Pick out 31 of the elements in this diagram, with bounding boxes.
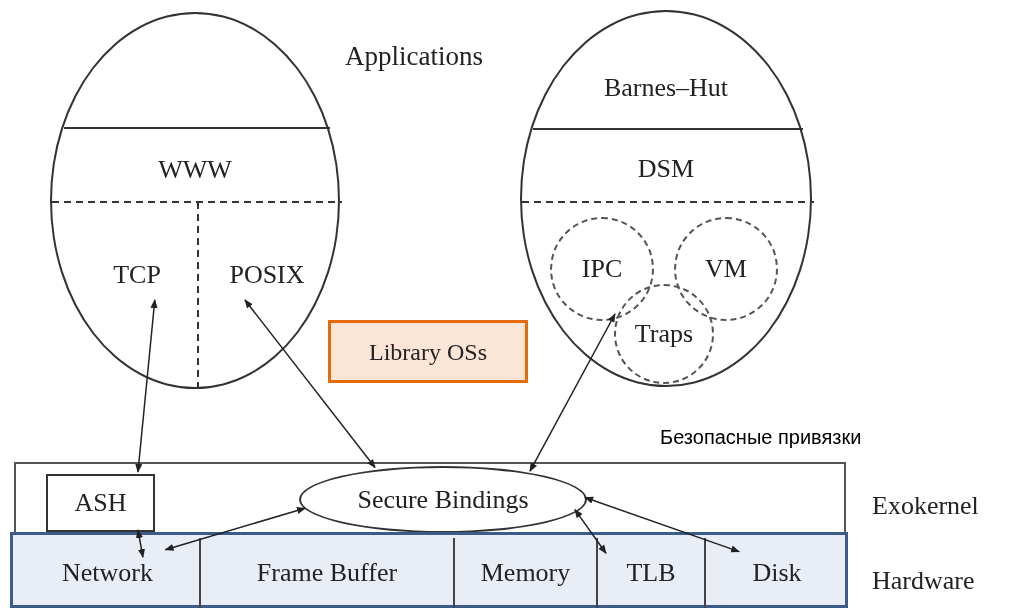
node-text: ASH xyxy=(74,487,127,519)
arrow xyxy=(244,299,376,469)
arrow xyxy=(584,496,740,553)
hardware-band xyxy=(10,532,848,608)
node-text: Traps xyxy=(634,318,694,350)
side-label: Exokernel xyxy=(872,490,979,522)
node-text: Barnes–Hut xyxy=(602,72,730,104)
arrow xyxy=(164,507,306,551)
node-text: IPC xyxy=(581,253,623,285)
node-text: TLB xyxy=(626,557,676,589)
side-label: Hardware xyxy=(872,565,975,597)
side-label: Безопасные привязки xyxy=(660,425,862,450)
node-text: Frame Buffer xyxy=(256,557,398,589)
arrow xyxy=(135,299,158,473)
arrow xyxy=(135,529,145,558)
arrow xyxy=(529,313,616,472)
arrow xyxy=(574,508,607,554)
layer-band xyxy=(14,462,846,534)
layer-title: Applications xyxy=(345,40,483,72)
node-text: DSM xyxy=(636,153,696,185)
node-text: TCP xyxy=(113,258,161,291)
node-text: Secure Bindings xyxy=(357,483,529,516)
node-text: Memory xyxy=(480,557,571,589)
node-text: Network xyxy=(62,557,153,589)
node-text: POSIX xyxy=(229,258,305,291)
node-text: VM xyxy=(705,253,747,285)
highlight-box xyxy=(328,320,528,383)
module-box xyxy=(46,474,155,532)
node-text: Library OSs xyxy=(369,337,487,367)
node-text: WWW xyxy=(157,154,233,186)
node-text: Disk xyxy=(752,557,802,589)
